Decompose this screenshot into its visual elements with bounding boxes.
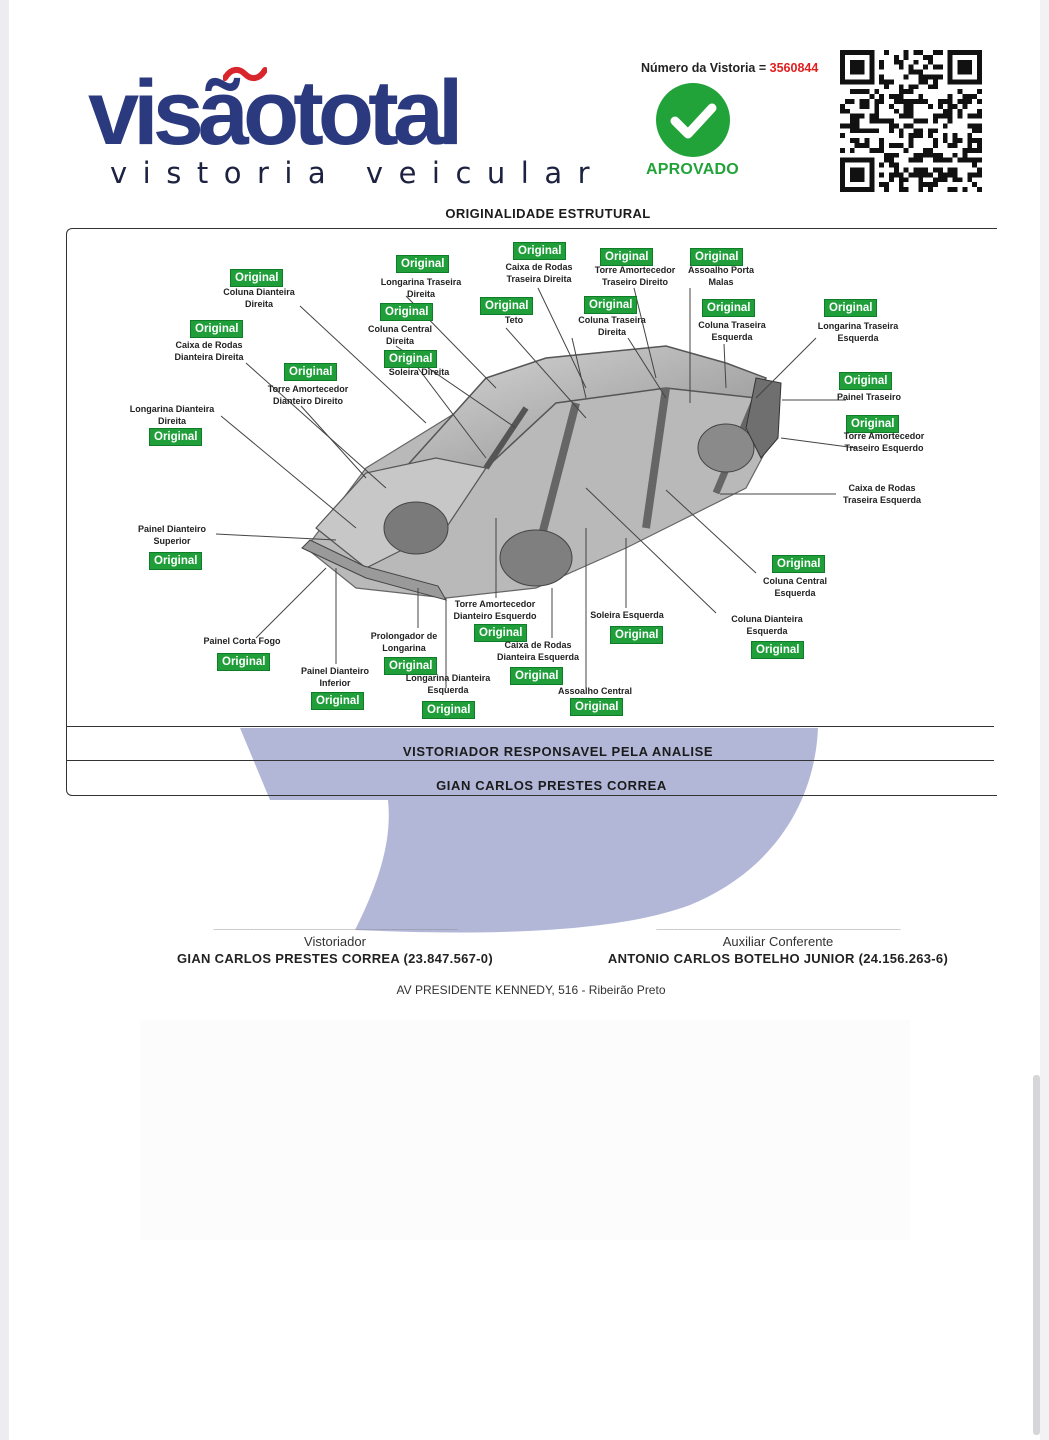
logo-tagline: vistoria veicular (110, 156, 606, 190)
approval-status: APROVADO (646, 161, 739, 178)
status-badge: Original (380, 303, 434, 321)
logo-wordmark: visãototal (88, 62, 463, 164)
status-badge: Original (284, 363, 338, 381)
logo-tilde-mark (223, 66, 267, 82)
signature-role: Auxiliar Conferente (722, 934, 834, 949)
part-label: Torre Amortecedor Dianteiro Direito (267, 384, 349, 406)
status-badge: Original (600, 248, 654, 266)
status-badge: Original (311, 692, 365, 710)
status-badge: Original (396, 255, 450, 273)
status-badge: Original (190, 320, 244, 338)
approved-check-icon (656, 83, 730, 157)
part-label: Assoalho Porta Malas (687, 265, 754, 287)
inspection-number-label: Número da Vistoria = (641, 61, 770, 75)
signature-name: ANTONIO CARLOS BOTELHO JUNIOR (24.156.26… (607, 951, 949, 966)
inspection-number-value: 3560844 (769, 61, 819, 75)
part-label: Painel Corta Fogo (203, 636, 281, 646)
blank-area (140, 1020, 910, 1240)
part-label: Caixa de Rodas Traseira Direita (505, 262, 573, 284)
part-label: Caixa de Rodas Traseira Esquerda (842, 483, 922, 505)
status-badge: Original (824, 299, 878, 317)
status-badge: Original (690, 248, 744, 266)
qr-code[interactable] (840, 50, 982, 192)
signature-line: ________________________________________… (213, 923, 457, 932)
status-badge: Original (422, 701, 476, 719)
signature-block-assistant: ________________________________________… (606, 923, 950, 966)
part-label: Caixa de Rodas Dianteira Esquerda (496, 640, 580, 662)
status-badge: Original (384, 350, 438, 368)
part-label: Coluna Central Esquerda (762, 576, 827, 598)
status-badge: Original (610, 626, 664, 644)
responsible-name: GIAN CARLOS PRESTES CORREA (436, 778, 667, 793)
part-label: Soleira Direita (388, 367, 450, 377)
status-badge: Original (839, 372, 893, 390)
structure-panel-frame (66, 228, 997, 796)
part-label: Coluna Dianteira Esquerda (731, 614, 803, 636)
status-badge: Original (474, 624, 528, 642)
part-label: Soleira Esquerda (590, 610, 664, 620)
part-label: Coluna Dianteira Direita (223, 287, 295, 309)
company-address: AV PRESIDENTE KENNEDY, 516 - Ribeirão Pr… (396, 983, 666, 997)
status-badge: Original (751, 641, 805, 659)
part-label: Longarina Dianteira Esquerda (405, 673, 491, 695)
part-label: Painel Dianteiro Superior (137, 524, 207, 546)
part-label: Teto (504, 315, 524, 325)
part-label: Painel Dianteiro Inferior (300, 666, 370, 688)
responsible-heading: VISTORIADOR RESPONSAVEL PELA ANALISE (402, 744, 714, 759)
status-badge: Original (384, 657, 438, 675)
signature-block-inspector: ________________________________________… (170, 923, 500, 966)
brand-logo: visãototal vistoria veicular (88, 58, 590, 198)
vehicle-structure-diagram: Original Coluna Dianteira Direita Origin… (66, 228, 996, 728)
divider (66, 726, 994, 727)
page-edge-left (0, 0, 9, 1440)
status-badge: Original (570, 698, 624, 716)
status-badge: Original (702, 299, 756, 317)
part-label: Coluna Traseira Direita (578, 315, 646, 337)
status-badge: Original (480, 297, 534, 315)
page-edge-right (1040, 0, 1049, 1440)
signature-role: Vistoriador (304, 934, 366, 949)
status-badge: Original (217, 653, 271, 671)
part-label: Caixa de Rodas Dianteira Direita (174, 340, 244, 362)
part-label: Coluna Traseira Esquerda (698, 320, 766, 342)
divider (66, 760, 994, 761)
part-label: Prolongador de Longarina (370, 631, 438, 653)
status-badge: Original (513, 242, 567, 260)
status-badge: Original (772, 555, 826, 573)
status-badge: Original (149, 552, 203, 570)
status-badge: Original (149, 428, 203, 446)
status-badge: Original (846, 415, 900, 433)
part-label: Longarina Dianteira Direita (129, 404, 215, 426)
part-label: Torre Amortecedor Dianteiro Esquerdo (453, 599, 537, 621)
part-label: Assoalho Central (557, 686, 633, 696)
section-title: ORIGINALIDADE ESTRUTURAL (445, 206, 651, 221)
part-label: Longarina Traseira Direita (380, 277, 462, 299)
car-body-illustration (215, 287, 857, 688)
part-label: Painel Traseiro (836, 392, 902, 402)
part-label: Torre Amortecedor Traseiro Direito (594, 265, 676, 287)
part-label: Torre Amortecedor Traseiro Esquerdo (843, 431, 925, 453)
part-label: Longarina Traseira Esquerda (817, 321, 899, 343)
signature-name: GIAN CARLOS PRESTES CORREA (23.847.567-0… (177, 951, 493, 966)
signature-line: ________________________________________… (656, 923, 900, 932)
status-badge: Original (230, 269, 284, 287)
scrollbar-thumb[interactable] (1033, 1075, 1040, 1435)
part-label: Coluna Central Direita (367, 324, 432, 346)
status-badge: Original (584, 296, 638, 314)
status-badge: Original (510, 667, 564, 685)
inspection-number: Número da Vistoria = 3560844 (641, 61, 818, 75)
